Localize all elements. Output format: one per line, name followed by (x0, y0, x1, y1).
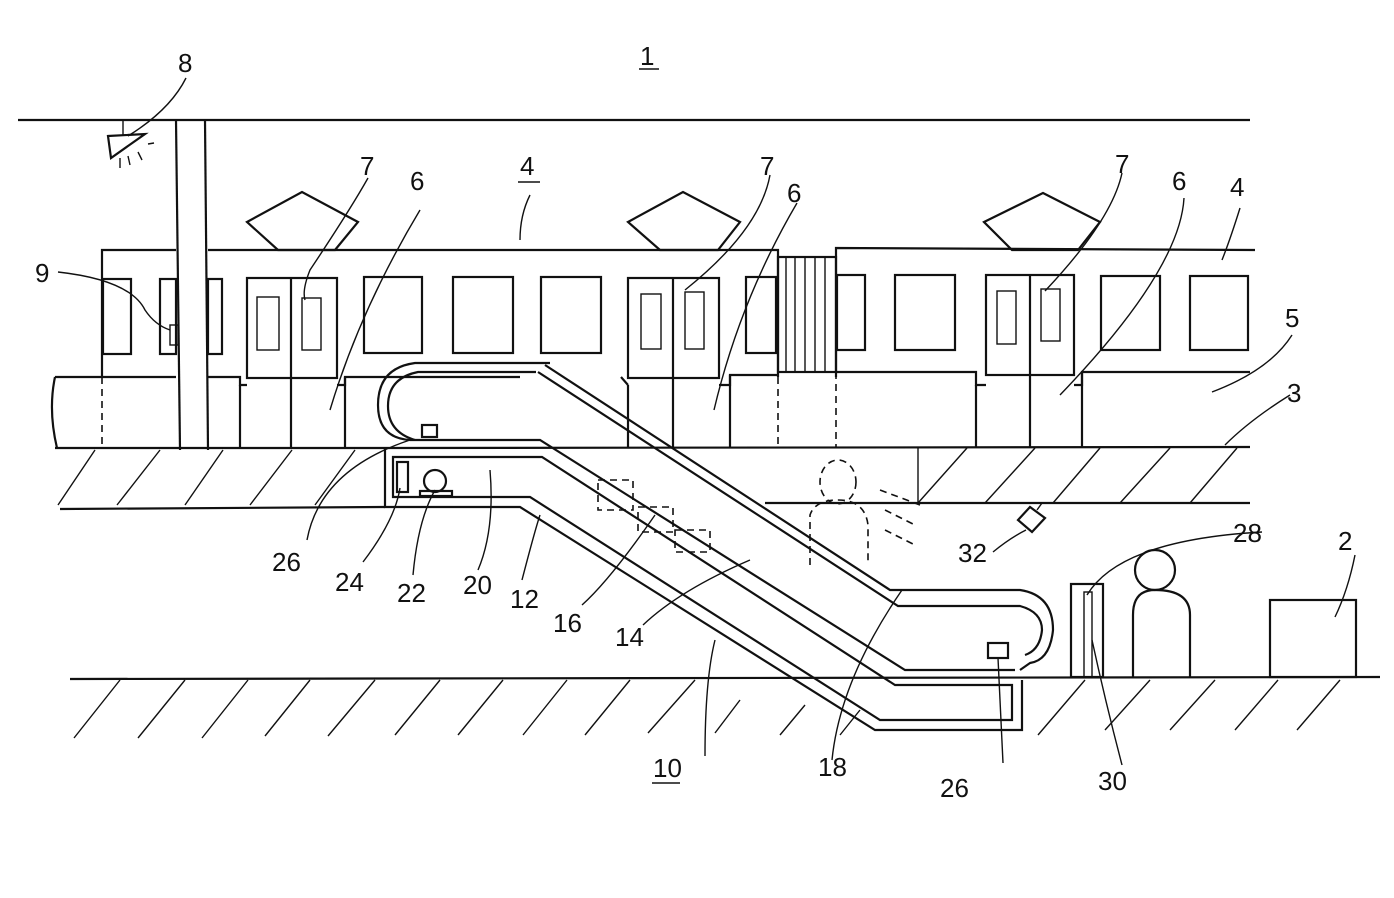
lower-floor (69, 675, 1381, 681)
label-30: 30 (1098, 766, 1127, 796)
label-7b: 7 (760, 151, 774, 181)
platform-bottom-left (59, 505, 386, 511)
door-7b (626, 276, 721, 448)
label-28: 28 (1233, 518, 1262, 548)
label-14: 14 (615, 622, 644, 652)
label-7c: 7 (1115, 149, 1129, 179)
label-2: 2 (1338, 526, 1352, 556)
label-26-bottom: 26 (940, 773, 969, 803)
handrail-inner-top (386, 370, 536, 442)
label-24: 24 (335, 567, 364, 597)
controller-24 (395, 460, 410, 494)
pantograph-1 (245, 190, 360, 252)
sensor-9 (169, 324, 179, 346)
passenger-16-box3 (674, 529, 711, 553)
pillar-left (174, 119, 182, 451)
dashed-person-head (819, 459, 857, 505)
dashed-person-body (809, 499, 869, 565)
label-6a: 6 (410, 166, 424, 196)
label-5: 5 (1285, 303, 1299, 333)
label-32: 32 (958, 538, 987, 568)
label-18: 18 (818, 752, 847, 782)
label-9: 9 (35, 258, 49, 288)
door-7a (245, 276, 339, 448)
handrail-18 (544, 364, 1055, 671)
light-icon (106, 120, 155, 168)
camera-32 (1016, 505, 1047, 534)
gate-sensor-30 (1083, 591, 1093, 678)
label-26-top: 26 (272, 547, 301, 577)
sensor-26-top (420, 423, 439, 439)
leader-8 (127, 77, 187, 137)
platform-top-right (384, 445, 1251, 450)
label-figure-1: 1 (640, 41, 654, 71)
label-20: 20 (463, 570, 492, 600)
motor-base (418, 489, 454, 498)
passenger-16-box1 (597, 479, 634, 511)
label-6c: 6 (1172, 166, 1186, 196)
label-4-right: 4 (1230, 172, 1244, 202)
station-box-2 (1268, 598, 1358, 679)
pillar-right (203, 119, 210, 451)
leader-9 (57, 271, 171, 331)
label-3: 3 (1287, 378, 1301, 408)
pantograph-3 (982, 191, 1102, 252)
windows (101, 273, 1250, 356)
passenger-16-box2 (637, 506, 674, 533)
label-7a: 7 (360, 151, 374, 181)
handrail-inner-bottom (537, 371, 1044, 657)
leaders (303, 172, 1356, 766)
door-7c (984, 273, 1076, 448)
label-8: 8 (178, 48, 192, 78)
label-10: 10 (653, 753, 682, 783)
platform-break (50, 376, 59, 449)
label-22: 22 (397, 578, 426, 608)
platform-hatching (57, 447, 1238, 506)
label-12: 12 (510, 584, 539, 614)
pantograph-2 (626, 190, 742, 252)
label-6b: 6 (787, 178, 801, 208)
label-4-top: 4 (520, 151, 534, 181)
floor-hatching (73, 679, 1341, 739)
person-body (1131, 588, 1192, 677)
label-16: 16 (553, 608, 582, 638)
truss-12 (383, 448, 1024, 732)
